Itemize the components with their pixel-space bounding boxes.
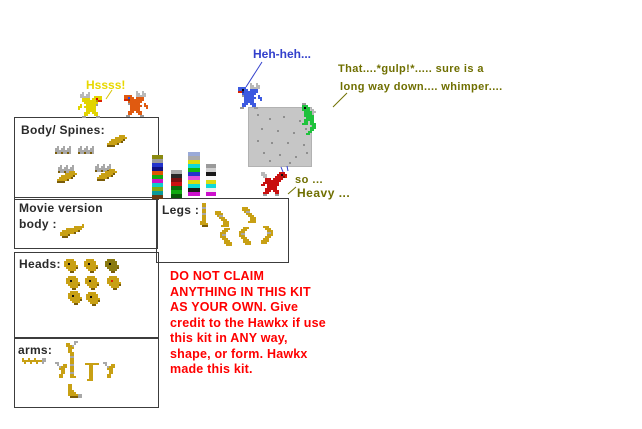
head-sprite [64, 259, 80, 273]
arm-sprite [101, 362, 115, 378]
warning-line: AS YOUR OWN. Give [170, 300, 299, 314]
head-sprite [85, 276, 101, 290]
paint-marker-4 [206, 164, 216, 196]
head-sprite [66, 276, 82, 290]
head-sprite [68, 291, 84, 305]
head-sprite [105, 259, 121, 273]
warning-line: credit to the Hawkx if use [170, 315, 326, 330]
paint-marker-1 [152, 155, 163, 199]
heads-label: Heads: [19, 257, 61, 271]
spine-part-sprite [78, 146, 94, 154]
leg-sprite [239, 227, 255, 245]
legs-box [156, 198, 289, 263]
movie-version-label-line2: body : [19, 217, 57, 231]
warning-line: made this kit. [170, 362, 253, 376]
body-spines-label: Body/ Spines: [21, 123, 105, 137]
arm-sprite [66, 384, 84, 398]
leg-sprite [220, 228, 236, 246]
gulp-speech-line2: long way down.... whimper.... [340, 81, 503, 93]
warning-line: ANYTHING IN THIS KIT [170, 284, 311, 299]
heh-heh-speech-text: Heh-heh... [253, 47, 312, 61]
arms-box [14, 337, 159, 408]
green-dino-sprite [302, 103, 320, 135]
arm-sprite [22, 358, 46, 364]
heads-box [14, 252, 159, 339]
orange-dino-sprite [122, 91, 148, 117]
arm-sprite [53, 362, 67, 378]
warning-line: DO NOT CLAIM [170, 269, 265, 283]
movie-version-body-box [14, 197, 158, 249]
so-speech-text: so ... [295, 174, 324, 186]
spine-part-sprite [55, 146, 71, 154]
head-sprite [84, 259, 100, 273]
body-part-sprite [57, 171, 77, 183]
head-sprite [107, 276, 123, 290]
arm-sprite [85, 363, 99, 381]
leg-sprite [215, 211, 233, 227]
movie-version-label-line1: Movie version [19, 201, 103, 215]
paint-marker-3 [188, 152, 200, 196]
body-part-sprite [97, 169, 117, 181]
gulp-speech-line1: That....*gulp!*..... sure is a [338, 63, 484, 75]
warning-line: this kit in ANY way, [170, 331, 288, 345]
spine-part-sprite [95, 164, 111, 172]
yellow-dino-sprite [78, 92, 104, 118]
red-dino-sprite [261, 172, 291, 196]
movie-body-sprite [58, 224, 86, 238]
arm-sprite [66, 341, 80, 357]
do-not-claim-warning: DO NOT CLAIM ANYTHING IN THIS KIT AS YOU… [170, 269, 326, 378]
paint-marker-2 [171, 170, 182, 198]
hssss-speech-text: Hssss! [86, 78, 126, 92]
stone-block [248, 107, 312, 167]
warning-line: shape, or form. Hawkx [170, 346, 308, 361]
arms-label: arms: [18, 343, 53, 357]
body-part-sprite [107, 135, 127, 147]
arm-sprite [70, 352, 76, 378]
leg-sprite [257, 226, 273, 244]
heavy-speech-text: Heavy ... [297, 186, 351, 200]
leg-sprite [242, 207, 260, 223]
gulp-pointer-line [332, 92, 348, 108]
head-sprite [86, 292, 102, 306]
leg-sprite [200, 203, 210, 227]
spine-part-sprite [58, 165, 74, 173]
legs-label: Legs : [162, 203, 200, 217]
blue-dino-sprite [236, 83, 262, 109]
